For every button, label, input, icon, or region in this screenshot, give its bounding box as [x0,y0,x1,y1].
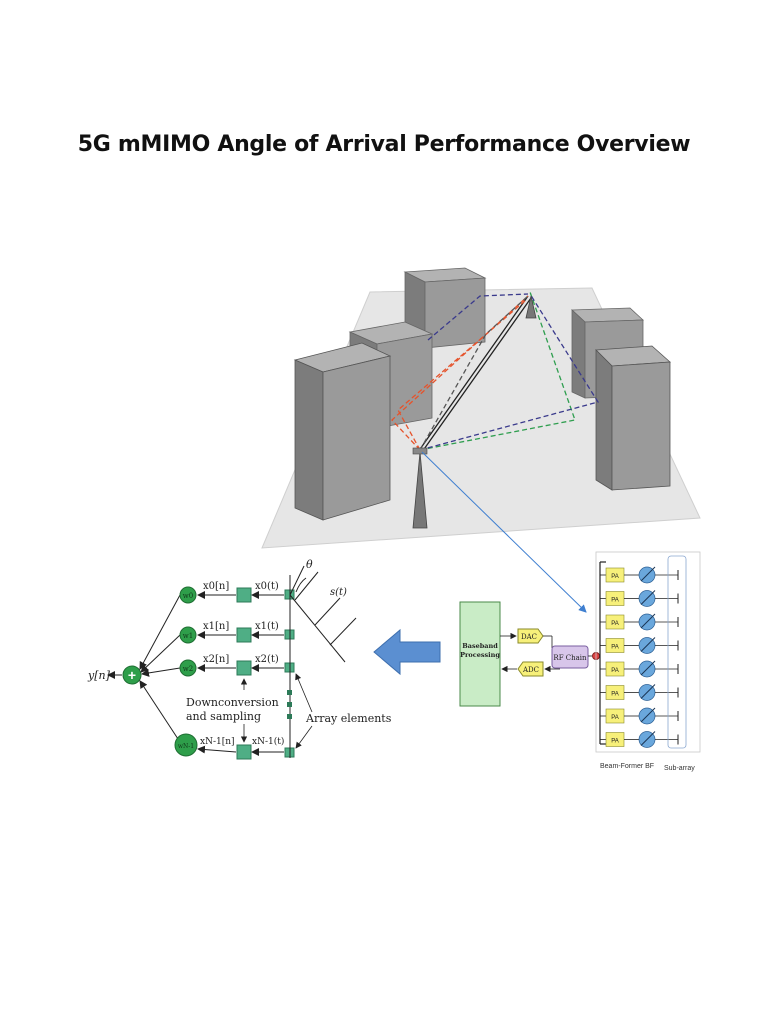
weight-2: w2 [179,659,197,677]
baseband-label: Baseband [462,642,498,650]
ray-red [391,295,529,451]
svg-text:w0: w0 [183,592,193,600]
label-x1t: x1(t) [255,621,279,632]
urban-scene [261,267,701,613]
pa-rows: PA PA PA PA PA PA PA PA [600,566,679,748]
pa-label: PA [611,692,619,698]
svg-text:w2: w2 [183,665,193,673]
ray-navy-top [427,293,529,341]
array-receiver-diagram: y[n] + w0 w1 w2 wN-1 [87,558,392,760]
processing-label: Processing [460,651,500,659]
ellipsis-dots [287,690,292,719]
pa-label: PA [611,739,619,745]
sampler-2 [236,660,252,676]
sampler-1 [236,627,252,643]
weight-1: w1 [179,626,197,644]
pa-row: PA [600,684,679,701]
pa-row: PA [600,613,679,631]
ray-gray [419,295,529,451]
label-x0t: x0(t) [255,581,279,592]
dac-block [517,628,544,644]
propagation-rays [391,291,600,453]
ray-direct [417,295,529,453]
label-x2n: x2[n] [203,654,229,665]
antenna-back [525,295,537,319]
pa-label: PA [611,715,619,721]
adc-block [517,661,544,677]
beamformer-diagram: Baseband Processing DAC ADC RF Chain PAP… [459,551,701,772]
beamformer-panel [595,551,701,753]
building-front-left [293,342,392,521]
weight-0: w0 [179,586,197,604]
label-x1n: x1[n] [203,621,229,632]
rf-chain-block [551,645,589,669]
pa-row: PA [600,707,679,725]
building-right-front [595,345,671,491]
svg-text:wN-1: wN-1 [178,743,194,750]
sum-node [122,665,142,685]
angle-label: θ [306,558,313,571]
page-title: 5G mMIMO Angle of Arrival Performance Ov… [77,132,691,157]
source-label: s(t) [330,587,347,598]
pa-row: PA [600,637,679,654]
label-xn1t: xN-1(t) [252,736,284,747]
pa-row: PA [600,731,679,748]
flow-arrow [373,628,441,676]
ray-green [419,291,576,451]
pa-label: PA [611,598,619,604]
downconversion-label: Downconversion [186,696,279,709]
sampler-0 [236,587,252,603]
ray-direct-2 [421,297,532,453]
svg-text:DAC: DAC [521,633,537,641]
sampling-label: and sampling [186,710,261,723]
sampler-n-1 [236,744,252,760]
weight-n-1: wN-1 [174,733,198,757]
pa-label: PA [611,645,619,651]
pa-row: PA [600,660,679,678]
pa-label: PA [611,574,619,580]
array-elements-label: Array elements [305,712,392,725]
subarray-bracket [667,555,687,749]
pa-label: PA [611,668,619,674]
link-line [421,451,587,613]
output-label: y[n] [87,669,111,682]
pa-label: PA [611,621,619,627]
label-x2t: x2(t) [255,654,279,665]
label-xn1n: xN-1[n] [200,737,235,747]
svg-text:ADC: ADC [522,666,539,674]
sum-symbol: + [128,667,136,683]
label-x0n: x0[n] [203,581,229,592]
beamformer-caption: Beam-Former BF [600,763,654,770]
antenna-front [412,447,428,529]
pa-row: PA [600,566,679,584]
svg-text:RF Chain: RF Chain [553,654,587,662]
ray-navy [419,293,600,451]
pa-row: PA [600,590,679,607]
baseband-block [459,601,501,707]
svg-text:w1: w1 [183,632,193,640]
subarray-caption: Sub-array [664,765,695,772]
